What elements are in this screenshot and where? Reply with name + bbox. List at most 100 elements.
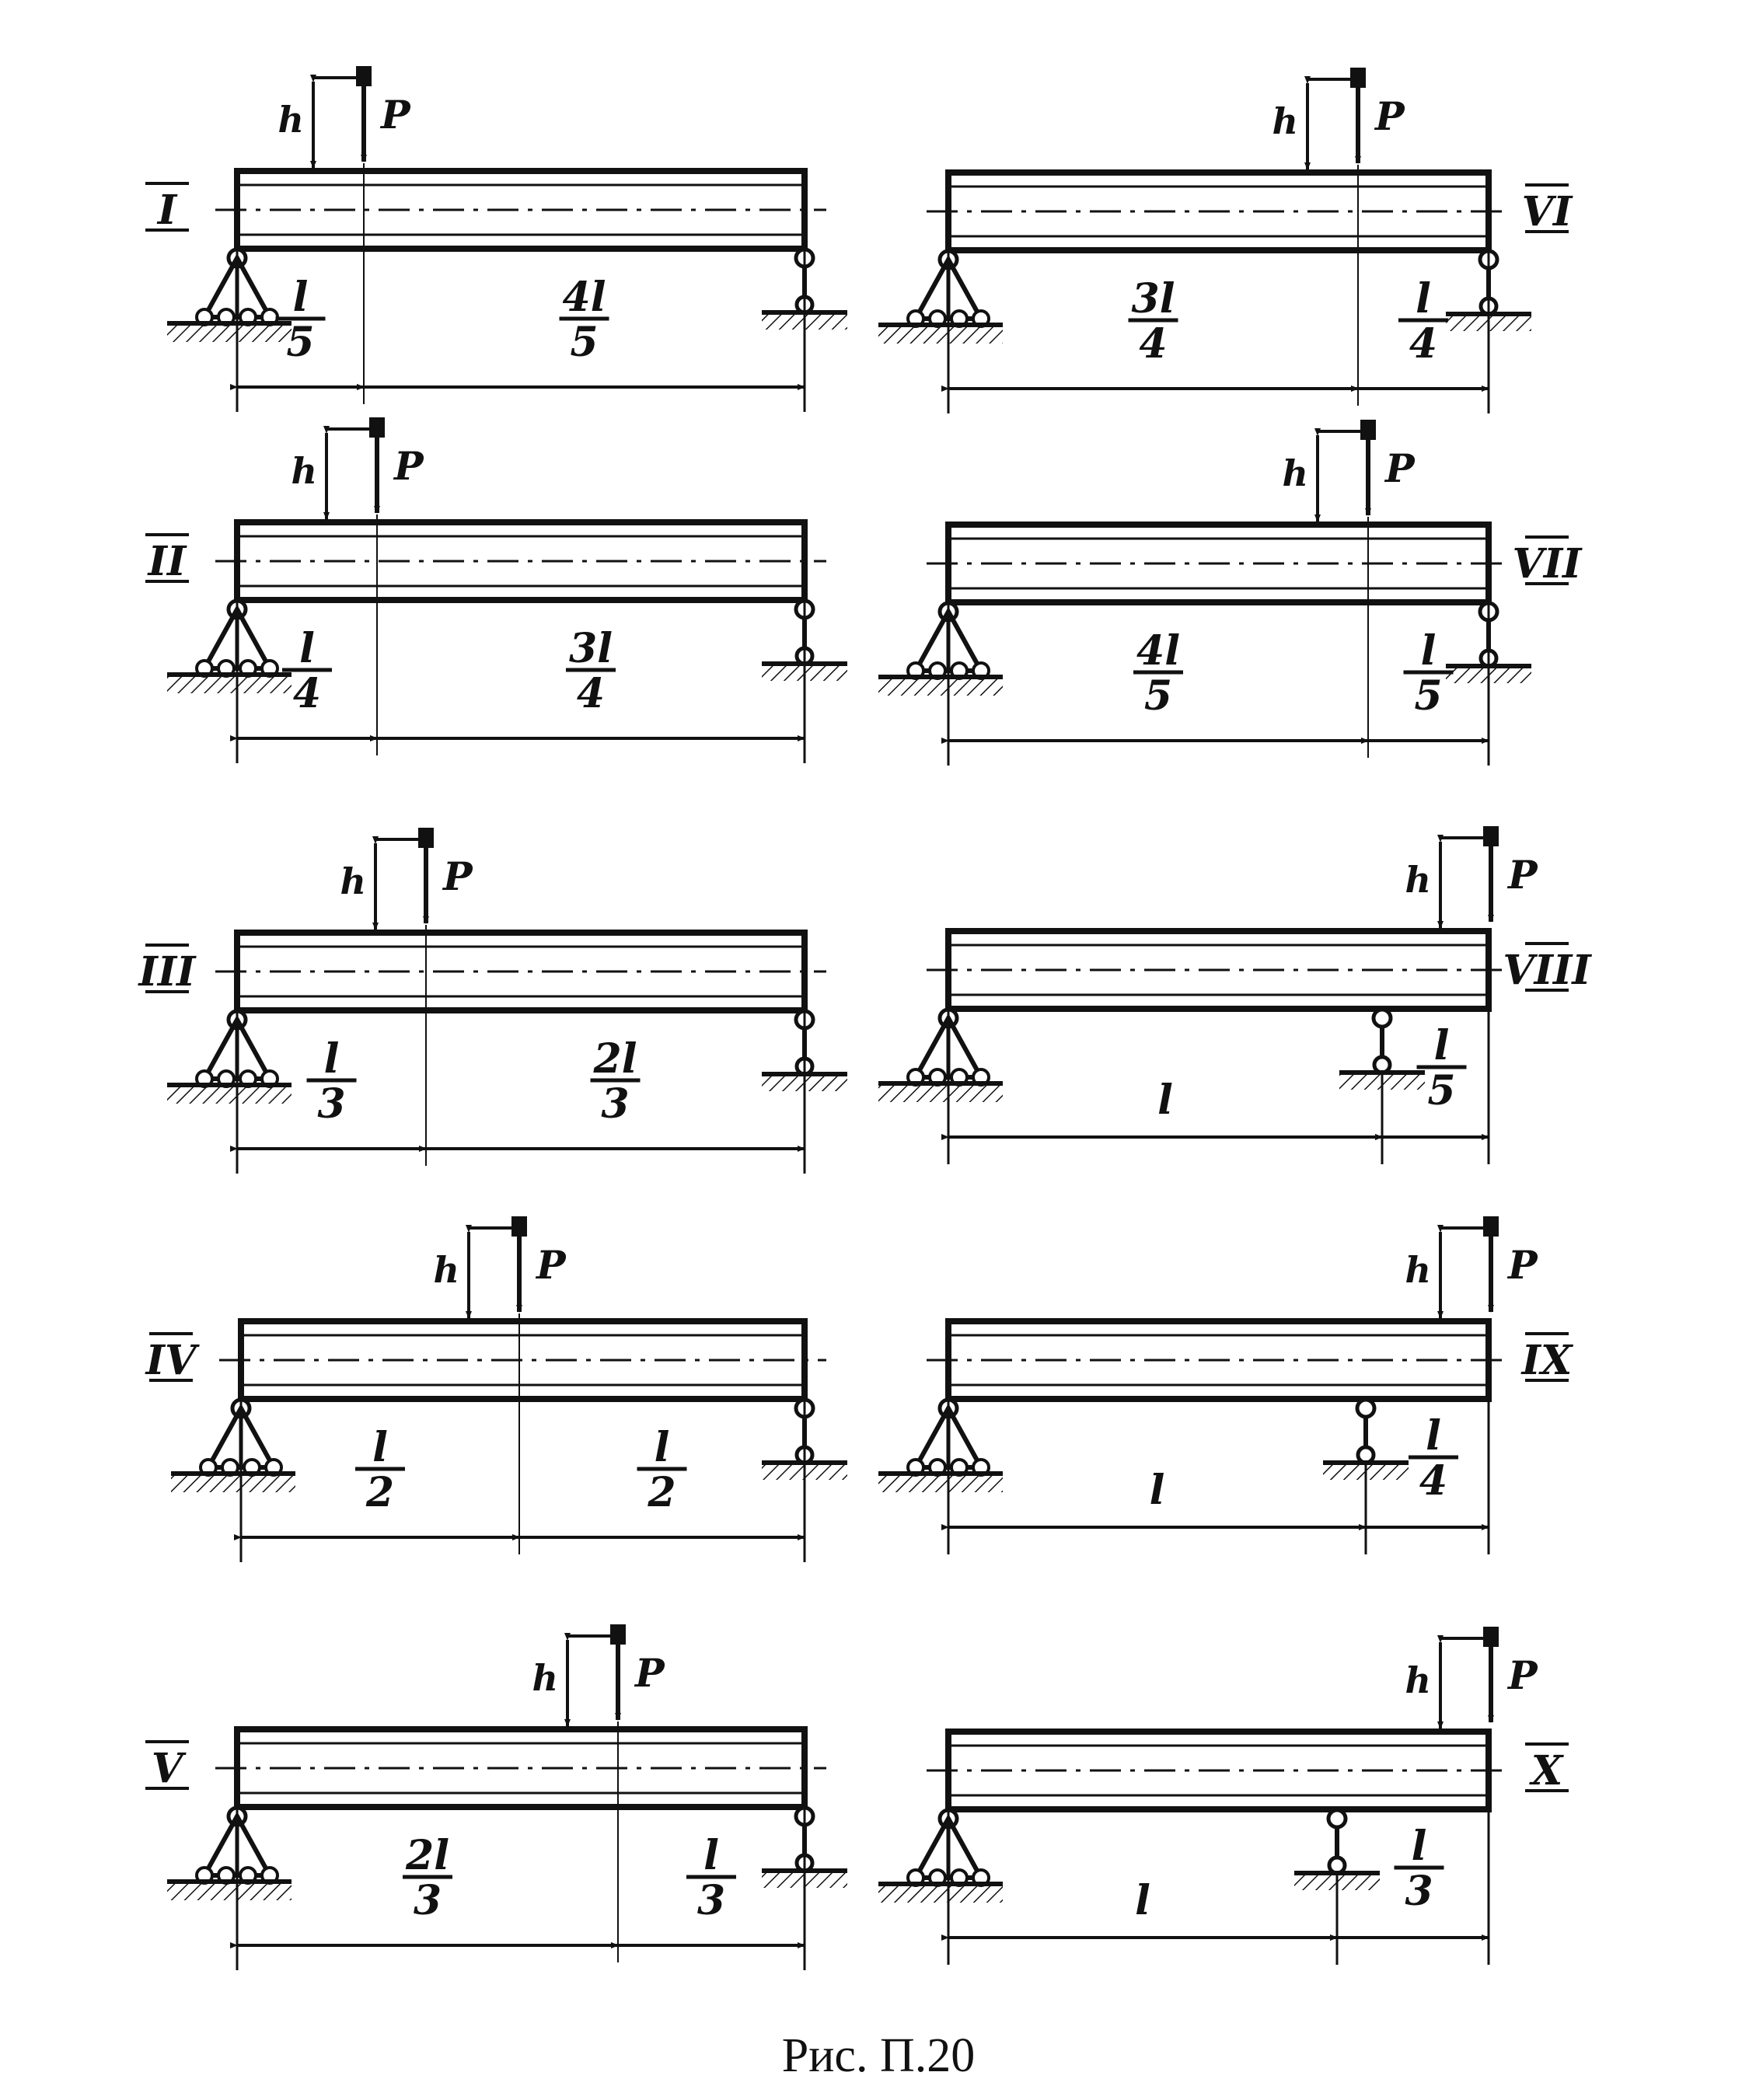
scheme-ii-right-fraction-numerator: 3l bbox=[569, 625, 613, 672]
scheme-i-label: I bbox=[156, 187, 178, 234]
scheme-iii-load-label: P bbox=[442, 853, 473, 899]
scheme-ii-height-label: h bbox=[292, 450, 317, 492]
scheme-ix-label: IX bbox=[1520, 1337, 1574, 1384]
scheme-ix-span-label: l bbox=[1150, 1467, 1165, 1514]
scheme-viii-overhang-fraction-numerator: l bbox=[1434, 1022, 1450, 1069]
ground-hatch bbox=[167, 676, 292, 693]
scheme-vii-load-label: P bbox=[1384, 445, 1416, 491]
scheme-i-left-fraction-numerator: l bbox=[293, 274, 309, 321]
scheme-vii-weight-block bbox=[1360, 420, 1376, 440]
scheme-ix-pin-support bbox=[878, 1397, 1003, 1492]
scheme-iv-pin-support bbox=[171, 1397, 295, 1492]
scheme-viii-load-label: P bbox=[1506, 852, 1538, 898]
ground-hatch bbox=[878, 1885, 1003, 1903]
scheme-iv-left-fraction-denominator: 2 bbox=[365, 1469, 394, 1516]
scheme-ii-right-fraction-denominator: 4 bbox=[577, 670, 605, 717]
scheme-i-left-fraction-denominator: 5 bbox=[286, 319, 314, 366]
scheme-iii-left-fraction-numerator: l bbox=[324, 1035, 340, 1083]
scheme-iii-right-fraction-denominator: 3 bbox=[601, 1080, 629, 1128]
ground-hatch bbox=[878, 678, 1003, 696]
scheme-ii-left-fraction-numerator: l bbox=[299, 625, 315, 672]
schemes-layer: IPhl54l5IIPhl43l4IIIPhl32l3IVPhl2l2VPh2l… bbox=[138, 66, 1592, 1970]
ground-hatch bbox=[167, 325, 292, 342]
scheme-v-height-label: h bbox=[532, 1657, 558, 1699]
ground-hatch bbox=[167, 1087, 292, 1104]
scheme-ii-left-fraction-denominator: 4 bbox=[293, 670, 321, 717]
scheme-viii-label: VIII bbox=[1503, 947, 1592, 994]
scheme-vii-right-fraction-numerator: l bbox=[1421, 627, 1437, 675]
scheme-i-height-label: h bbox=[278, 99, 304, 141]
scheme-v-left-fraction-numerator: 2l bbox=[405, 1832, 449, 1879]
scheme-x-pin-support bbox=[878, 1808, 1003, 1903]
scheme-vii-left-fraction-denominator: 5 bbox=[1144, 672, 1172, 720]
scheme-ix-weight-block bbox=[1483, 1216, 1499, 1237]
scheme-viii-overhang-fraction-denominator: 5 bbox=[1427, 1067, 1455, 1115]
roller-top-hinge bbox=[1371, 1007, 1393, 1029]
scheme-vi-weight-block bbox=[1350, 68, 1366, 88]
scheme-vii-left-fraction-numerator: 4l bbox=[1136, 627, 1180, 675]
scheme-x-height-label: h bbox=[1405, 1659, 1431, 1701]
scheme-ix-height-label: h bbox=[1405, 1249, 1431, 1291]
scheme-ii-load-label: P bbox=[393, 443, 424, 489]
scheme-v-weight-block bbox=[610, 1624, 626, 1645]
roller-top-hinge bbox=[1355, 1397, 1377, 1419]
scheme-iv-weight-block bbox=[511, 1216, 527, 1237]
scheme-iii-right-fraction-numerator: 2l bbox=[593, 1035, 637, 1083]
roller-top-hinge bbox=[1326, 1808, 1348, 1830]
scheme-ix-overhang-fraction-denominator: 4 bbox=[1419, 1457, 1447, 1505]
scheme-vi-load-label: P bbox=[1374, 93, 1405, 139]
scheme-iv-right-fraction-denominator: 2 bbox=[647, 1469, 676, 1516]
scheme-ix-load-label: P bbox=[1506, 1242, 1538, 1288]
scheme-x-overhang-fraction-denominator: 3 bbox=[1405, 1868, 1433, 1915]
scheme-vi-left-fraction-numerator: 3l bbox=[1132, 275, 1175, 323]
scheme-ix-overhang-fraction-numerator: l bbox=[1426, 1412, 1441, 1460]
scheme-vi-height-label: h bbox=[1272, 100, 1298, 142]
scheme-viii-weight-block bbox=[1483, 826, 1499, 846]
scheme-i-weight-block bbox=[356, 66, 372, 86]
ground-hatch bbox=[878, 326, 1003, 344]
scheme-i-pin-support bbox=[167, 247, 292, 342]
scheme-i-load-label: P bbox=[379, 92, 411, 138]
scheme-x-label: X bbox=[1529, 1747, 1565, 1795]
scheme-i-right-fraction-denominator: 5 bbox=[570, 319, 598, 366]
scheme-vii-label: VII bbox=[1513, 540, 1583, 588]
scheme-iii-pin-support bbox=[167, 1009, 292, 1104]
scheme-viii-pin-support bbox=[878, 1007, 1003, 1102]
scheme-i-right-fraction-numerator: 4l bbox=[563, 274, 606, 321]
scheme-iii-label: III bbox=[138, 948, 197, 996]
scheme-v-left-fraction-denominator: 3 bbox=[414, 1877, 442, 1924]
scheme-vi-left-fraction-denominator: 4 bbox=[1139, 320, 1167, 368]
ground-hatch bbox=[171, 1475, 295, 1492]
ground-hatch bbox=[167, 1883, 292, 1900]
scheme-vii-height-label: h bbox=[1283, 452, 1308, 494]
scheme-vii-right-fraction-denominator: 5 bbox=[1414, 672, 1442, 720]
scheme-vi-label: VI bbox=[1522, 188, 1573, 235]
scheme-v-load-label: P bbox=[634, 1650, 665, 1696]
scheme-iv-right-fraction-numerator: l bbox=[655, 1424, 670, 1471]
figure-caption: Рис. П.20 bbox=[782, 2029, 975, 2082]
ground-hatch bbox=[878, 1085, 1003, 1102]
scheme-x-overhang-fraction-numerator: l bbox=[1412, 1823, 1427, 1870]
scheme-x-load-label: P bbox=[1506, 1652, 1538, 1698]
scheme-vi-right-fraction-denominator: 4 bbox=[1409, 320, 1437, 368]
scheme-vi-pin-support bbox=[878, 249, 1003, 344]
scheme-v-right-fraction-numerator: l bbox=[703, 1832, 719, 1879]
scheme-v-right-fraction-denominator: 3 bbox=[697, 1877, 725, 1924]
scheme-v-label: V bbox=[152, 1745, 187, 1792]
scheme-iv-label: IV bbox=[145, 1337, 200, 1384]
scheme-vii-pin-support bbox=[878, 601, 1003, 696]
scheme-iii-left-fraction-denominator: 3 bbox=[317, 1080, 345, 1128]
scheme-iii-weight-block bbox=[418, 828, 434, 848]
scheme-viii-height-label: h bbox=[1405, 859, 1431, 901]
scheme-v-pin-support bbox=[167, 1805, 292, 1900]
ground-hatch bbox=[878, 1475, 1003, 1492]
